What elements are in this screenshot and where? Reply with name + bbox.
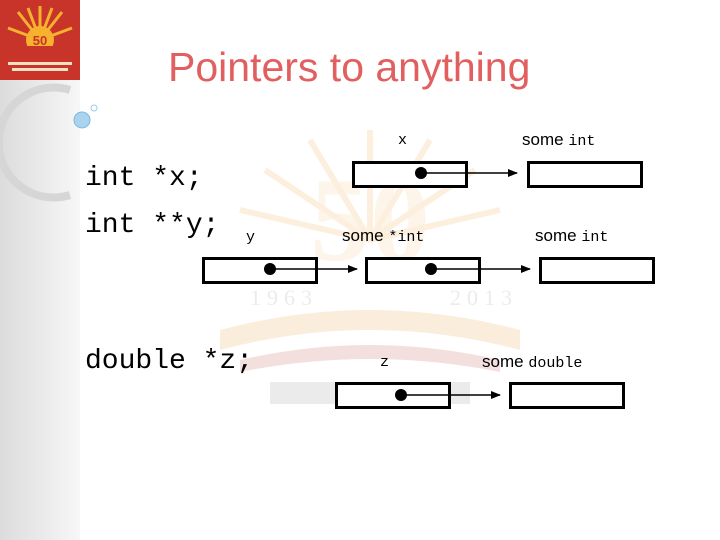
box-y-pointer: [202, 257, 318, 284]
caption-some-ptr-type: *int: [388, 229, 425, 246]
caption-some-ptr: some *int: [342, 227, 424, 245]
code-decl-z: double *z;: [85, 346, 254, 377]
code-decl-x: int *x;: [85, 163, 203, 194]
arrow-x-to-int: [415, 167, 518, 179]
arrow-z-to-double: [395, 389, 501, 401]
school-logo: 50: [0, 0, 80, 80]
caption-some-int-1-word: some: [522, 130, 564, 149]
arrow-intptr-to-int: [425, 263, 531, 275]
label-z: z: [380, 354, 390, 371]
caption-some-double: some double: [482, 353, 582, 371]
caption-some-int-2-word: some: [535, 226, 577, 245]
logo-number: 50: [33, 33, 47, 48]
label-y: y: [246, 229, 256, 246]
box-double-target: [509, 382, 625, 409]
caption-some-int-1: some int: [522, 131, 595, 149]
caption-some-int-2-type: int: [581, 229, 609, 246]
caption-some-int-1-type: int: [568, 133, 596, 150]
box-x-pointer: [352, 161, 468, 188]
watermark-year-end: 2013: [450, 285, 518, 310]
decorative-circles: [0, 83, 98, 202]
slide-title: Pointers to anything: [168, 44, 531, 90]
watermark-year-start: 1963: [250, 285, 318, 310]
caption-some-double-word: some: [482, 352, 524, 371]
caption-some-ptr-word: some: [342, 226, 384, 245]
arrow-y-to-intptr: [264, 263, 358, 275]
code-decl-y: int **y;: [85, 210, 220, 241]
caption-some-double-type: double: [528, 355, 583, 372]
box-intptr-middle: [365, 257, 481, 284]
label-x: x: [398, 132, 408, 149]
caption-some-int-2: some int: [535, 227, 608, 245]
box-int-target-1: [527, 161, 643, 188]
box-int-target-2: [539, 257, 655, 284]
